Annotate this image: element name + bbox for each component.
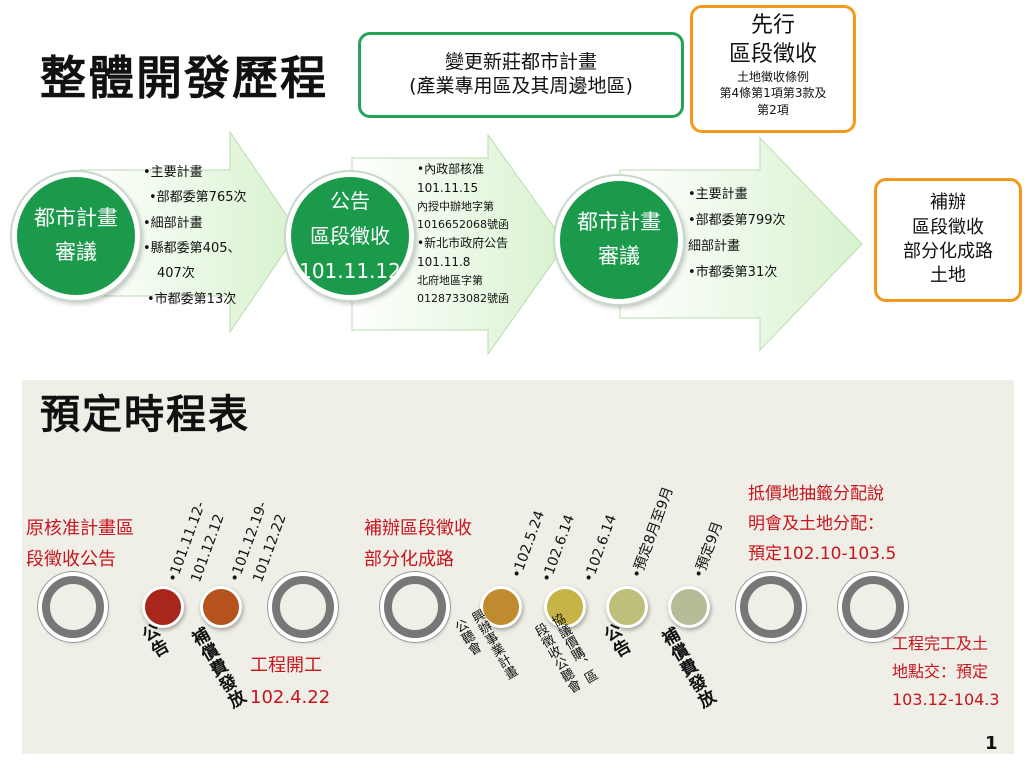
orig-approval-label: 原核准計畫區 段徵收公告	[26, 514, 134, 575]
page-title: 整體開發歷程	[40, 51, 328, 105]
circle3-line2: 審議	[598, 244, 640, 268]
arrow1-item: •部都委第765次	[149, 190, 247, 206]
advance-expropriation-box: 先行 區段徵收 土地徵收條例 第4條第1項第3款及 第2項	[690, 5, 856, 133]
arrow1-item: •市都委第13次	[147, 291, 237, 307]
flow-arrows	[79, 130, 863, 356]
supplement-line1: 補辦	[930, 192, 966, 214]
supplement-line3: 部分化成路	[903, 241, 993, 262]
arrow2-item: •新北市政府公告	[417, 235, 509, 250]
arrow1-list: •主要計畫 •部都委第765次 •細部計畫 •縣都委第405、 407次 •市都…	[143, 160, 246, 312]
arrow3-item: 細部計畫	[688, 239, 741, 254]
circle3-line1: 都市計畫	[577, 210, 661, 235]
arrow1-item: 407次	[157, 266, 195, 282]
circle2-line2: 區段徵收	[310, 223, 390, 248]
schedule-panel	[22, 380, 1014, 754]
dot-announce-1	[142, 586, 184, 628]
circle1-line2: 審議	[55, 240, 97, 264]
orig-approval-line2: 段徵收公告	[26, 548, 116, 570]
arrow1-item: •主要計畫	[143, 165, 203, 180]
advance-note3: 第2項	[757, 102, 789, 117]
completion-label: 工程完工及土 地點交：預定 103.12-104.3	[892, 630, 1000, 714]
arrow1-item: •細部計畫	[143, 215, 203, 231]
supplement-line4: 土地	[930, 265, 966, 287]
arrow3-item: •部都委第799次	[688, 213, 786, 228]
supplement-schedule-label: 補辦區段徵收 部分化成路	[364, 514, 472, 575]
arrow2-item: 101.11.8	[417, 254, 471, 269]
start-line2: 102.4.22	[250, 686, 331, 708]
milestone-ring-supplement	[384, 576, 446, 638]
lottery-label: 抵價地抽籤分配說 明會及土地分配： 預定102.10-103.5	[748, 480, 896, 569]
advance-line2: 區段徵收	[728, 41, 817, 67]
flow-arrow-1	[79, 130, 299, 334]
completion-line2: 地點交：預定	[892, 662, 989, 681]
arrow2-list: •內政部核准 101.11.15 內授中辦地字第 1016652068號函 •新…	[417, 160, 509, 307]
change-plan-line1: 變更新莊都市計畫	[444, 51, 597, 74]
change-plan-box: 變更新莊都市計畫 (產業專用區及其周邊地區)	[358, 32, 684, 118]
lottery-line1: 抵價地抽籤分配說	[748, 484, 884, 504]
arrow2-item: 0128733082號函	[417, 291, 509, 305]
flow-arrow-3	[619, 136, 863, 352]
milestone-ring-lottery	[740, 576, 802, 638]
circle2-line3: 101.11.12	[299, 258, 401, 283]
circle-urban-plan-review-2: 都市計畫 審議	[555, 176, 683, 304]
orig-approval-line1: 原核准計畫區	[26, 518, 134, 539]
dot-compensation-2	[668, 586, 710, 628]
advance-note2: 第4條第1項第3款及	[719, 86, 827, 101]
advance-note1: 土地徵收條例	[736, 70, 809, 85]
arrow2-item: 1016652068號函	[417, 217, 509, 231]
circle-announcement: 公告 區段徵收 101.11.12	[286, 172, 414, 300]
dot-hearing-1	[480, 586, 522, 628]
milestone-ring-original-approval	[42, 576, 104, 638]
supplement-schedule-line2: 部分化成路	[364, 548, 454, 570]
arrow3-item: •市都委第31次	[688, 265, 778, 280]
start-line1: 工程開工	[250, 655, 322, 676]
arrow1-item: •縣都委第405、	[143, 241, 241, 257]
arrow2-item: 內授中辦地字第	[417, 200, 494, 214]
arrow2-item: 北府地區字第	[417, 273, 483, 287]
arrow2-item: •內政部核准	[417, 162, 485, 176]
change-plan-line2: (產業專用區及其周邊地區)	[409, 75, 633, 97]
flow-arrow-2	[351, 133, 567, 356]
milestone-ring-completion	[842, 576, 904, 638]
circle-urban-plan-review-1: 都市計畫 審議	[12, 172, 140, 300]
arrow3-list: •主要計畫 •部都委第799次 細部計畫 •市都委第31次	[688, 182, 785, 286]
arrow2-item: 101.11.15	[417, 181, 479, 196]
dot-compensation-1	[200, 586, 242, 628]
supplement-expropriation-box: 補辦 區段徵收 部分化成路 土地	[874, 178, 1022, 302]
dot-hearing-2	[544, 586, 586, 628]
completion-line1: 工程完工及土	[892, 634, 989, 653]
advance-line1: 先行	[750, 13, 795, 38]
page-number: 1	[985, 733, 998, 754]
completion-line3: 103.12-104.3	[892, 690, 1000, 709]
circle1-line1: 都市計畫	[34, 206, 118, 231]
supplement-line2: 區段徵收	[912, 216, 984, 238]
lottery-line2: 明會及土地分配：	[748, 513, 884, 534]
dot-announce-2	[606, 586, 648, 628]
construction-start-label: 工程開工 102.4.22	[250, 650, 330, 713]
arrow3-item: •主要計畫	[688, 187, 748, 202]
lottery-line3: 預定102.10-103.5	[748, 543, 897, 564]
milestone-ring-construction-start	[272, 576, 334, 638]
schedule-title: 預定時程表	[40, 392, 250, 438]
circle2-line1: 公告	[330, 188, 370, 213]
supplement-schedule-line1: 補辦區段徵收	[364, 518, 472, 539]
